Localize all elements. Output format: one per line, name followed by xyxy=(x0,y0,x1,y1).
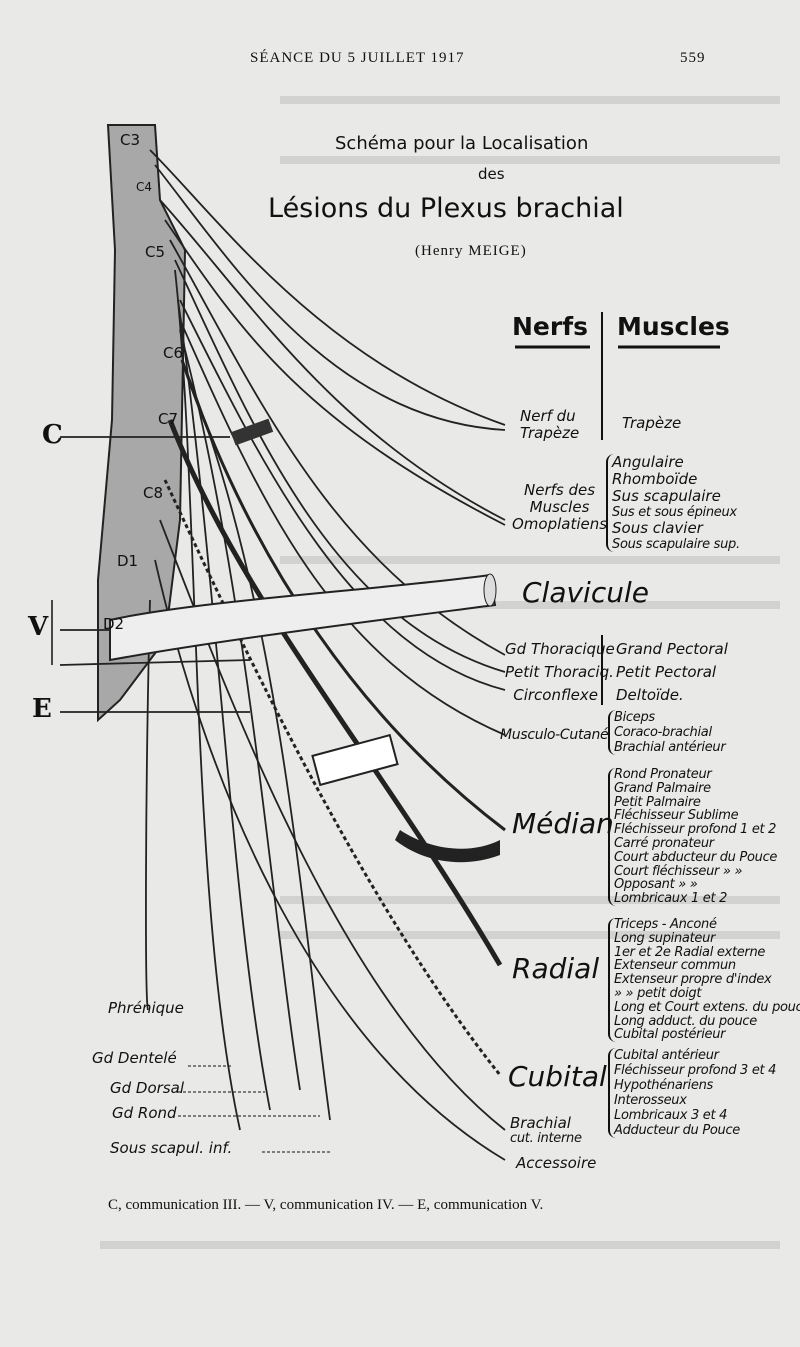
label-clavicule: Clavicule xyxy=(522,576,649,609)
left-nerve-grand-rond: Gd Rond xyxy=(112,1104,177,1122)
median-nerve-end xyxy=(395,830,500,863)
figure-author: (Henry MEIGE) xyxy=(415,243,527,259)
marker-e: E xyxy=(32,694,52,724)
nerve-label-radial: Radial xyxy=(512,952,600,985)
figure-title-line1: Schéma pour la Localisation xyxy=(335,133,589,154)
cord-sleeve xyxy=(311,733,399,787)
figure-title-main: Lésions du Plexus brachial xyxy=(268,193,624,224)
lesion-mark xyxy=(230,418,274,446)
left-nerve-sous-scapulaire-inf: Sous scapul. inf. xyxy=(110,1139,233,1157)
vertebra-label: C8 xyxy=(143,484,164,502)
vertebra-label: C5 xyxy=(145,243,166,261)
left-nerve-phrenique: Phrénique xyxy=(108,999,184,1017)
page-number: 559 xyxy=(680,50,706,66)
vertebra-label: D1 xyxy=(117,552,139,570)
vertebra-label: C4 xyxy=(136,180,153,194)
column-heading-nerfs: Nerfs xyxy=(512,312,588,341)
figure-title-line2: des xyxy=(478,165,505,183)
vertebra-label: C7 xyxy=(158,410,179,428)
marker-v: V xyxy=(28,612,49,642)
vertebra-label: D2 xyxy=(103,615,125,633)
vertebra-label: C3 xyxy=(120,131,141,149)
clavicle-bone xyxy=(109,573,497,662)
marker-c: C xyxy=(42,420,63,450)
running-header: SÉANCE DU 5 JUILLET 1917 xyxy=(250,50,465,66)
nerve-label-median: Médian xyxy=(512,807,614,840)
nerve-label-accessoire: Accessoire xyxy=(516,1154,597,1172)
nerve-lines xyxy=(59,149,506,1161)
figure-caption: C, communication III. — V, communication… xyxy=(108,1197,544,1213)
left-leader-lines xyxy=(178,1065,330,1153)
nerve-label-cubital: Cubital xyxy=(508,1060,607,1093)
column-heading-muscles: Muscles xyxy=(617,312,730,341)
left-nerve-grand-dentele: Gd Dentelé xyxy=(92,1049,177,1067)
muscle-list-trapeze: Trapèze xyxy=(622,414,682,432)
vertebra-label: C6 xyxy=(163,344,184,362)
left-nerve-grand-dorsal: Gd Dorsal xyxy=(110,1079,184,1097)
spinal-column xyxy=(97,124,187,723)
nerve-label-musculo-cutane: Musculo-Cutané xyxy=(500,727,609,743)
